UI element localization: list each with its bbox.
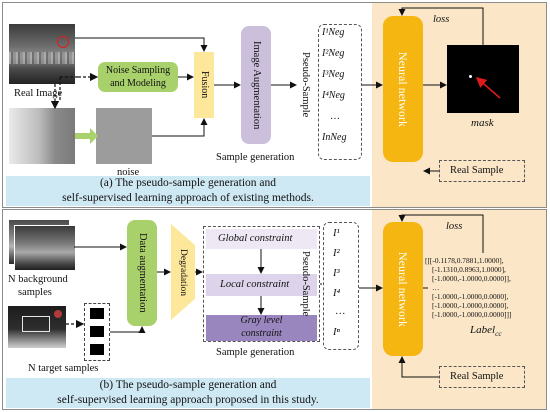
red-arrow-mask: [475, 77, 501, 99]
global-constraint-box: Global constraint: [206, 229, 317, 249]
mask-target-dot: [469, 75, 472, 78]
mask-label: mask: [471, 117, 494, 129]
matrix-line-7: [-1.0000,-1.0000,0.0000]]]: [432, 310, 512, 319]
label-cc: Labelcc: [470, 324, 502, 338]
background-label-2: samples: [18, 287, 52, 298]
neg-item-3: I³Neg: [322, 69, 345, 80]
caption-bottom-line2: self-supervised learning approach propos…: [57, 394, 319, 406]
target-crop-1: [90, 308, 104, 319]
background-sample-image-2: [14, 225, 76, 271]
gray-level-label-1: Gray level: [240, 315, 283, 326]
loss-label-bottom: loss: [446, 221, 463, 232]
target-box: [22, 316, 50, 332]
label-cc-sub: cc: [495, 329, 502, 339]
arrow-real-sample-bottom: [398, 356, 439, 378]
target-sample-image: [8, 306, 66, 348]
item-2: I²: [333, 248, 340, 259]
target-circle-icon: [57, 36, 69, 48]
matrix-line-3: [-1.0000,-1.0000,0.0000]],: [432, 274, 511, 283]
image-augmentation-box: Image Augmentation: [241, 26, 271, 144]
target-crops: [84, 303, 110, 361]
neg-item-ellipsis: …: [330, 111, 340, 122]
neg-item-4: I⁴Neg: [322, 90, 345, 101]
target-crop-2: [90, 326, 104, 337]
arrow-loss-loop-top: [398, 7, 484, 45]
target-crop-3: [90, 344, 104, 355]
global-constraint-label: Global constraint: [218, 233, 293, 244]
data-augmentation-box: Data augmentation: [127, 220, 157, 326]
loss-label-top: loss: [433, 14, 450, 25]
matrix-line-4: …: [432, 283, 440, 292]
real-sample-box-bottom: Real Sample: [439, 366, 525, 388]
item-ellipsis: …: [335, 306, 346, 317]
pseudo-sample-label-top: Pseudo-Sample: [300, 52, 311, 118]
caption-top: (a) The pseudo-sample generation and sel…: [6, 176, 370, 206]
pseudo-sample-list: [323, 222, 359, 350]
target-samples-label: N target samples: [28, 363, 99, 374]
noise-sampling-box: Noise Sampling and Modeling: [98, 62, 178, 92]
item-n: Iⁿ: [333, 327, 340, 338]
gray-level-constraint-box: Gray level constraint: [206, 315, 317, 341]
constraint-group: [203, 226, 320, 342]
arrow-targets-to-aug: [110, 326, 146, 333]
gray-level-label-2: constraint: [241, 328, 282, 339]
matrix-line-5: [-1.0000,-1.0000,0.0000],: [432, 292, 509, 301]
caption-bottom: (b) The pseudo-sample generation and sel…: [6, 378, 370, 408]
target-red-dot: [54, 310, 62, 318]
neural-network-label-top: Neural network: [396, 51, 410, 127]
arrow-real-to-fusion: [75, 37, 208, 52]
arrow-loss-loop-bottom: [398, 214, 484, 253]
matrix-line-2: [-1.1310,0.8963,1.0000],: [432, 265, 506, 274]
real-image-label: Real Image: [14, 88, 63, 99]
real-sample-box-top: Real Sample: [439, 160, 525, 182]
neg-item-n: InNeg: [322, 132, 347, 143]
matrix-line-1: [[[-0.1178,0.7881,1.0000],: [425, 256, 504, 265]
item-1: I¹: [333, 228, 340, 239]
neural-network-top: Neural network: [383, 16, 423, 162]
data-augmentation-label: Data augmentation: [137, 233, 148, 313]
fusion-label: Fusion: [199, 71, 210, 99]
noise-source-image: [9, 108, 75, 164]
item-4: I⁴: [333, 288, 341, 299]
pseudo-sample-label-bottom: Pseudo-Sample: [300, 251, 311, 317]
neg-item-2: I²Neg: [322, 48, 345, 59]
image-augmentation-label: Image Augmentation: [251, 40, 262, 130]
real-sample-label-bottom: Real Sample: [450, 371, 504, 382]
green-arrow-head: [90, 128, 98, 144]
local-constraint-box: Local constraint: [206, 274, 317, 296]
label-cc-text: Label: [470, 324, 496, 336]
noise-image: [96, 108, 152, 164]
arrow-noise-img-to-fusion: [152, 118, 208, 137]
item-3: I³: [333, 268, 340, 279]
local-constraint-label: Local constraint: [220, 279, 290, 290]
sample-generation-label-bottom: Sample generation: [216, 347, 295, 358]
neg-sample-list: [318, 24, 362, 160]
noise-sampling-label: Noise Sampling and Modeling: [105, 65, 171, 89]
real-image: [9, 24, 75, 84]
noise-label: noise: [117, 167, 140, 178]
sample-generation-label-top: Sample generation: [216, 152, 295, 163]
neg-item-1: I¹Neg: [322, 27, 345, 38]
neural-network-label-bottom: Neural network: [396, 251, 410, 327]
caption-bottom-line1: (b) The pseudo-sample generation and: [99, 379, 277, 391]
dashed-link-4: [59, 76, 78, 100]
matrix-line-6: [-1.0000,-1.0000,0.0000],: [432, 301, 509, 310]
neural-network-bottom: Neural network: [383, 222, 423, 356]
caption-top-line1: (a) The pseudo-sample generation and: [99, 177, 277, 189]
degradation-label: Degradation: [178, 248, 188, 296]
fusion-box: Fusion: [194, 52, 214, 118]
background-label-1: N background: [8, 274, 68, 285]
caption-top-line2: self-supervised learning approach of exi…: [62, 192, 314, 204]
real-sample-label-top: Real Sample: [450, 165, 504, 176]
